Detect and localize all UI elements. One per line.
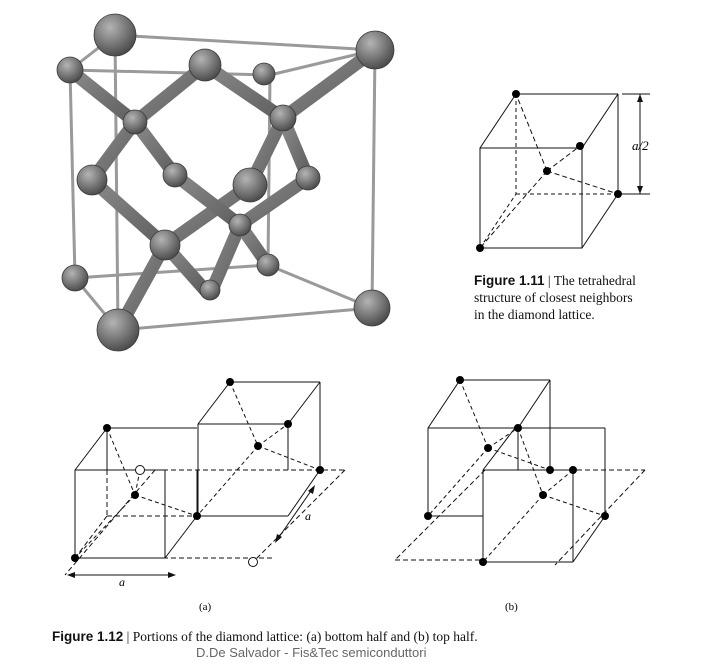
atoms (56, 13, 395, 352)
figure-1-11-caption-line2: structure of closest neighbors (474, 290, 633, 305)
diamond-lattice-top-half: (b) (394, 376, 646, 613)
figure-1-12-caption: Figure 1.12 | Portions of the diamond la… (52, 628, 692, 645)
figure-1-11-caption-line3: in the diamond lattice. (474, 307, 595, 322)
figure-1-12-separator: | (126, 629, 130, 644)
figure-1-11-label: Figure 1.11 (474, 273, 545, 288)
dimension-a-diagonal-label: a (305, 509, 311, 523)
tetrahedral-structure-diagram: a/2 (476, 90, 650, 252)
figure-1-11-caption-line1: The tetrahedral (553, 273, 636, 288)
figure-1-11-separator: | (547, 273, 551, 288)
panel-b-label: (b) (505, 601, 518, 613)
bond-rods (63, 43, 382, 337)
figure-1-11-caption: Figure 1.11 | The tetrahedral structure … (474, 272, 689, 323)
dimension-a-horizontal-label: a (119, 575, 125, 589)
footer-credit: D.De Salvador - Fis&Tec semiconduttori (196, 645, 427, 660)
panel-a-label: (a) (199, 601, 212, 613)
diamond-lattice-ball-model (56, 13, 395, 352)
figure-1-12-label: Figure 1.12 (52, 629, 124, 644)
diamond-lattice-bottom-half: a a (a) (64, 378, 346, 613)
dimension-a-half-label: a/2 (632, 138, 649, 153)
figure-1-12-caption-text: Portions of the diamond lattice: (a) bot… (132, 629, 478, 644)
